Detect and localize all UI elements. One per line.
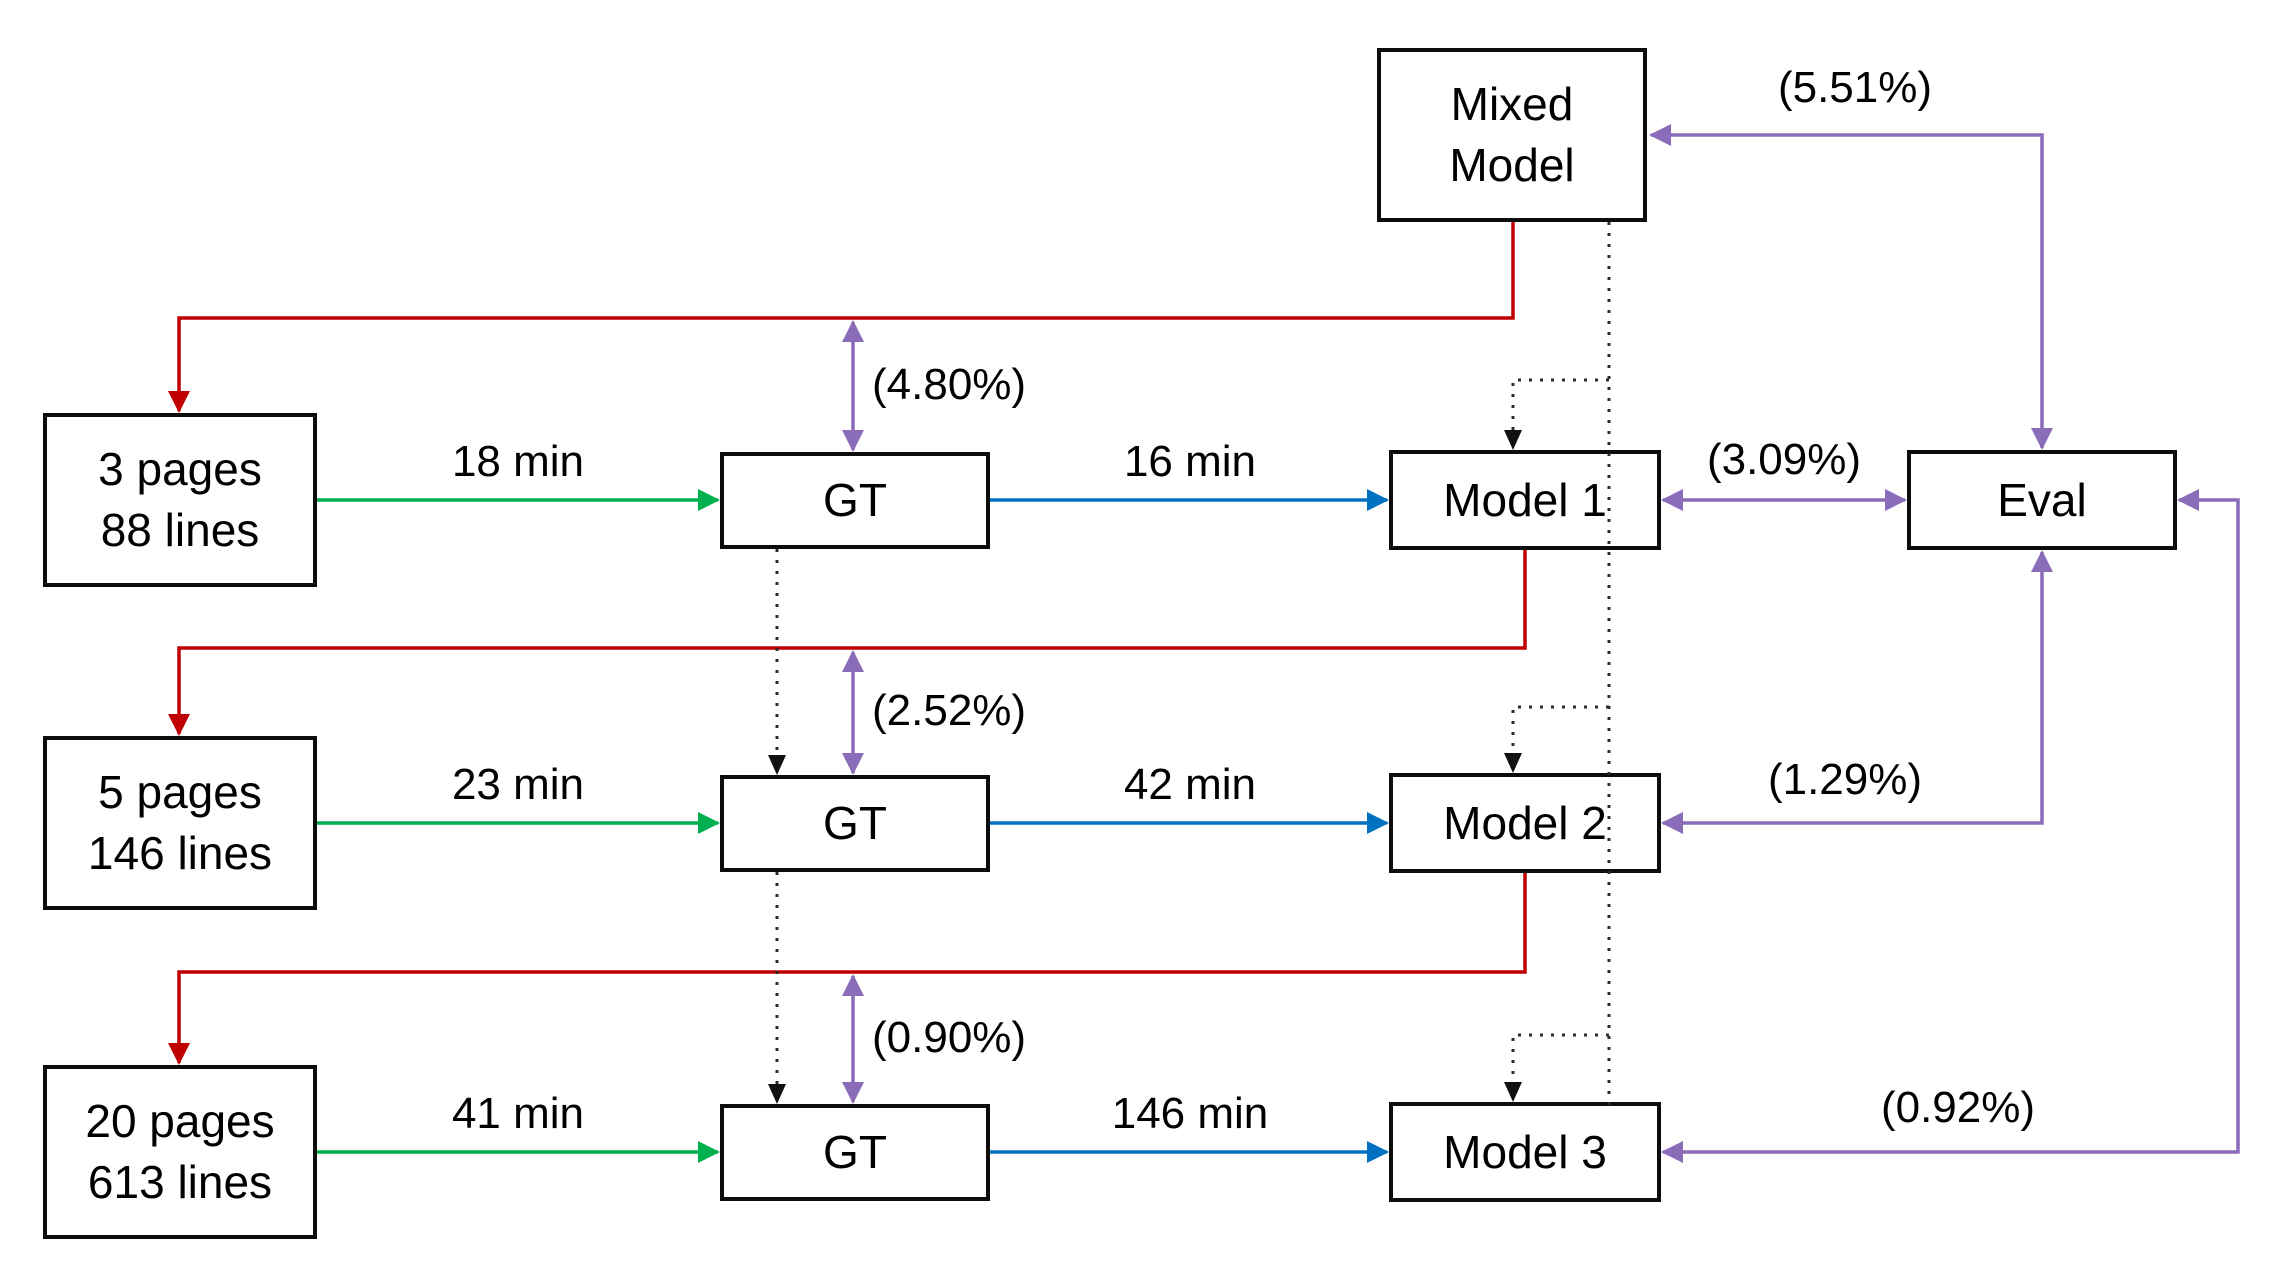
- dotted-branch-to-model2: [1504, 705, 1609, 773]
- gt1-label: GT: [823, 474, 887, 527]
- mixed-model-box: Mixed Model: [1377, 48, 1647, 222]
- gt1-box: GT: [720, 452, 990, 549]
- doc1-pages: 3 pages: [98, 443, 262, 496]
- model2-label: Model 2: [1443, 796, 1607, 849]
- dotted-branch-to-model1: [1504, 378, 1609, 450]
- pct-label-gt1-mixed: (4.80%): [872, 360, 1027, 409]
- mixed-model-label-line2: Model: [1449, 139, 1575, 191]
- doc3-box: 20 pages 613 lines: [43, 1065, 317, 1239]
- pct-label-mixed-eval: (5.51%): [1777, 63, 1933, 112]
- time-label-gt3-model3: 146 min: [1111, 1089, 1269, 1138]
- doc2-lines: 146 lines: [87, 827, 273, 879]
- red-connector-mixed-to-doc1: [168, 222, 1515, 413]
- model2-box: Model 2: [1389, 773, 1661, 873]
- pct-label-gt3-mixed: (0.90%): [872, 1013, 1027, 1062]
- time-label-doc1-gt1: 18 min: [451, 437, 585, 486]
- model3-label: Model 3: [1443, 1125, 1607, 1178]
- eval-label: Eval: [1997, 473, 2087, 526]
- time-label-doc3-gt3: 41 min: [451, 1089, 585, 1138]
- doc1-lines: 88 lines: [100, 504, 260, 556]
- time-label-gt1-model1: 16 min: [1123, 437, 1257, 486]
- dotted-branch-to-model3: [1504, 1033, 1609, 1102]
- red-connector-model1-to-doc2: [168, 550, 1527, 736]
- mixed-model-label-line1: Mixed: [1450, 78, 1574, 131]
- pct-label-model3-eval: (0.92%): [1880, 1083, 2036, 1132]
- model1-box: Model 1: [1389, 450, 1661, 550]
- gt3-box: GT: [720, 1104, 990, 1201]
- pct-label-model1-eval: (3.09%): [1706, 435, 1862, 484]
- doc3-pages: 20 pages: [85, 1095, 275, 1148]
- doc3-lines: 613 lines: [87, 1156, 273, 1208]
- doc1-box: 3 pages 88 lines: [43, 413, 317, 587]
- pct-label-gt2-mixed: (2.52%): [872, 686, 1027, 735]
- gt2-label: GT: [823, 797, 887, 850]
- time-label-doc2-gt2: 23 min: [451, 760, 585, 809]
- model3-box: Model 3: [1389, 1102, 1661, 1202]
- eval-box: Eval: [1907, 450, 2177, 550]
- purple-connector-mixed-eval: [1649, 124, 2053, 450]
- pct-label-model2-eval: (1.29%): [1767, 755, 1923, 804]
- model1-label: Model 1: [1443, 473, 1607, 526]
- gt3-label: GT: [823, 1126, 887, 1179]
- red-connector-model2-to-doc3: [168, 873, 1527, 1065]
- gt2-box: GT: [720, 775, 990, 872]
- time-label-gt2-model2: 42 min: [1123, 760, 1257, 809]
- doc2-box: 5 pages 146 lines: [43, 736, 317, 910]
- purple-connector-model3-eval: [1661, 489, 2240, 1163]
- doc2-pages: 5 pages: [98, 766, 262, 819]
